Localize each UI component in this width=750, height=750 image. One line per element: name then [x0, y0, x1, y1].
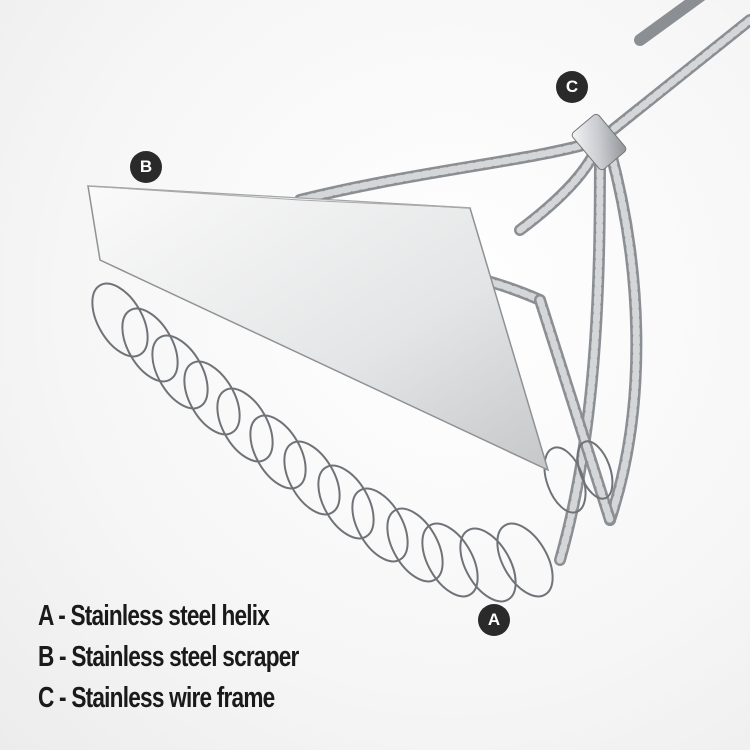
- legend: A - Stainless steel helix B - Stainless …: [38, 596, 372, 719]
- legend-wire-frame: C - Stainless wire frame: [38, 682, 275, 714]
- legend-scraper: B - Stainless steel scraper: [38, 641, 299, 673]
- callout-a: A: [478, 604, 510, 636]
- legend-helix: A - Stainless steel helix: [38, 600, 270, 632]
- callout-b: B: [130, 151, 162, 183]
- steel-helix-coils: [91, 282, 614, 603]
- steel-scraper: [87, 185, 550, 472]
- callout-c: C: [556, 71, 588, 103]
